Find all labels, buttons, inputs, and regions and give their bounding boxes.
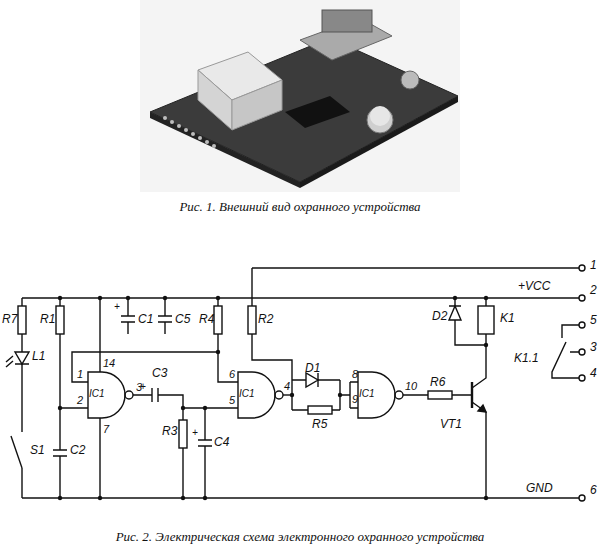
terminal-number: 4 <box>590 367 597 379</box>
polarity-mark: + <box>192 428 198 438</box>
polarity-mark: + <box>114 302 120 312</box>
relay-contact <box>552 325 579 378</box>
component-label: C5 <box>175 313 190 325</box>
diode-symbol <box>306 373 318 387</box>
component-label: L1 <box>32 350 45 362</box>
gnd-rail <box>22 497 579 498</box>
component-label: K1 <box>500 312 515 324</box>
resistor-symbol <box>428 391 452 399</box>
pin-number: 2 <box>77 395 83 406</box>
terminal-number: 2 <box>590 284 597 296</box>
nand-gate <box>238 372 275 418</box>
diode-symbol <box>449 306 461 320</box>
net-label: GND <box>526 482 553 494</box>
component-label: R2 <box>258 313 273 325</box>
nand-gate <box>358 372 395 418</box>
component-label: IC1 <box>89 389 105 399</box>
pin-number: 7 <box>103 424 109 435</box>
switch-symbol <box>11 436 22 468</box>
pin-number: 1 <box>77 369 83 380</box>
pin-number: 14 <box>103 358 115 369</box>
component-label: C2 <box>70 444 85 456</box>
component-label: VT1 <box>440 418 462 430</box>
pin-number: 8 <box>352 369 358 380</box>
resistor-symbol <box>214 306 222 334</box>
component-label: S1 <box>30 444 45 456</box>
polarity-mark: + <box>140 382 146 392</box>
pin-number: 5 <box>229 395 235 406</box>
led-symbol <box>15 352 29 364</box>
vcc-rail <box>22 297 579 298</box>
component-label: R7 <box>2 313 17 325</box>
junction-dots <box>58 296 488 500</box>
terminal-number: 3 <box>590 341 597 353</box>
resistor-symbol <box>18 306 26 334</box>
resistor-symbol <box>179 420 187 448</box>
component-label: D2 <box>432 310 447 322</box>
component-label: R4 <box>199 313 214 325</box>
net-label: +VCC <box>518 280 550 292</box>
component-label: R3 <box>162 425 177 437</box>
component-label: R1 <box>40 313 55 325</box>
wire <box>252 267 579 268</box>
resistor-symbol <box>248 306 256 334</box>
pin-number: 6 <box>229 369 235 380</box>
component-label: IC1 <box>239 389 255 399</box>
pin-number: 4 <box>284 381 290 392</box>
figure-caption: Рис. 1. Внешний вид охранного устройства <box>179 200 420 213</box>
component-label: IC1 <box>359 389 375 399</box>
pin-number: 10 <box>405 381 417 392</box>
resistor-symbol <box>308 406 332 414</box>
component-label: C1 <box>138 313 153 325</box>
terminal-number: 1 <box>590 259 597 271</box>
terminal-number: 5 <box>590 314 597 326</box>
schematic <box>6 265 585 501</box>
device-photo <box>140 0 460 192</box>
component-label: D1 <box>305 362 320 374</box>
nand-gate <box>88 372 125 418</box>
component-label: C4 <box>214 436 229 448</box>
transistor-symbol <box>471 382 473 408</box>
resistor-symbol <box>56 306 64 334</box>
terminal-number: 6 <box>590 484 597 496</box>
relay-coil <box>478 306 494 334</box>
pin-number: 9 <box>352 394 358 405</box>
component-label: C3 <box>152 367 167 379</box>
component-label: R6 <box>430 376 445 388</box>
component-label: R5 <box>312 418 327 430</box>
figure-caption: Рис. 2. Электрическая схема электронного… <box>116 530 485 543</box>
component-label: K1.1 <box>514 352 539 364</box>
